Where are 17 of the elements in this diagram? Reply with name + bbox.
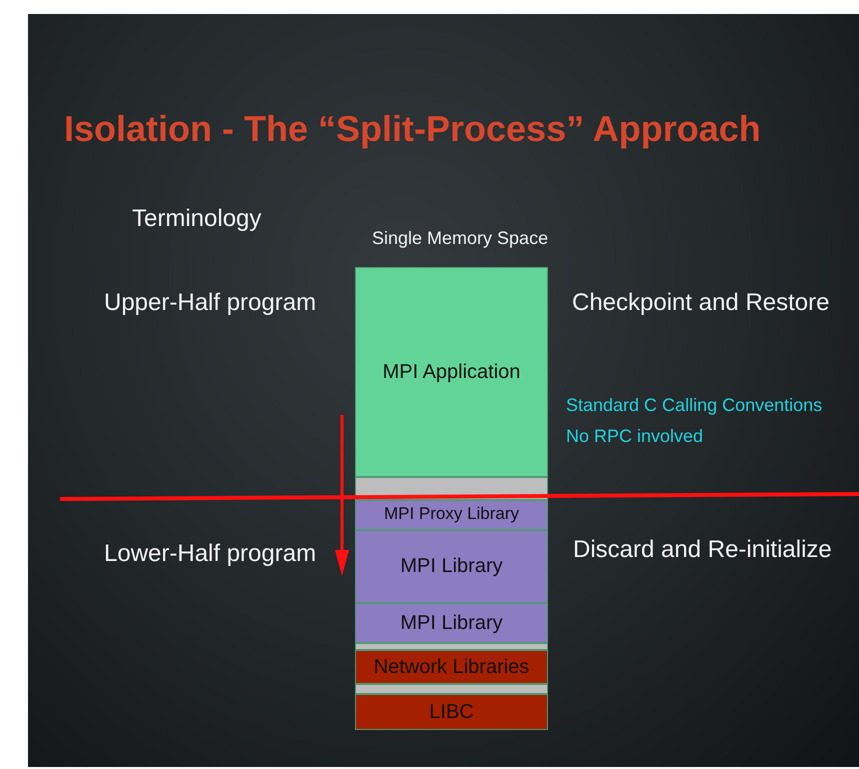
- gap-bar: [355, 643, 548, 650]
- memory-block: MPI Application: [355, 267, 548, 477]
- row-label: Lower-Half program: [104, 540, 316, 568]
- row-label: Upper-Half program: [104, 289, 316, 317]
- slide-title: Isolation - The “Split-Process” Approach: [64, 108, 761, 150]
- gap-bar: [355, 684, 548, 694]
- note-line: No RPC involved: [566, 426, 704, 447]
- note-line: Standard C Calling Conventions: [566, 395, 822, 416]
- memory-block: Network Libraries: [355, 650, 548, 684]
- memory-block: MPI Library: [355, 603, 548, 643]
- row-note: Checkpoint and Restore: [572, 289, 830, 317]
- memory-block: MPI Proxy Library: [355, 500, 548, 530]
- memory-block: MPI Library: [355, 530, 548, 603]
- column-heading: Single Memory Space: [372, 228, 548, 249]
- memory-block: LIBC: [355, 694, 548, 730]
- row-note: Discard and Re-initialize: [573, 536, 832, 564]
- section-heading: Terminology: [132, 205, 262, 233]
